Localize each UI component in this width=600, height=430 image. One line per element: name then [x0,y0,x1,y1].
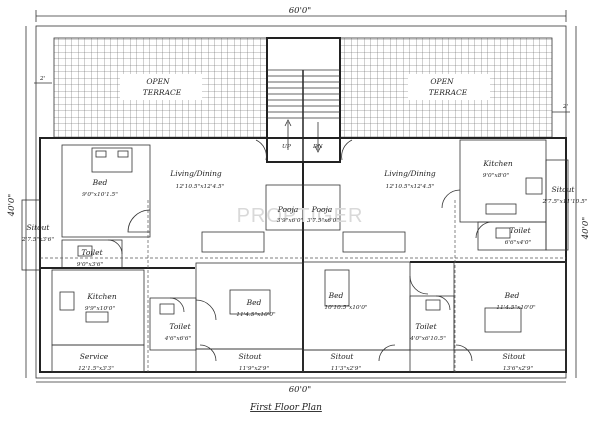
furniture [59,147,543,333]
stairs-up-label: UP [282,144,291,150]
kitchen-right-name: Kitchen [482,159,512,168]
living-left-name: Living/Dining [169,169,222,178]
pooja-left-size: 3'9"x6'0" [277,218,304,224]
right-dimension: 40'0" [575,26,591,378]
living-right-size: 12'10.5"x12'4.5" [386,184,435,190]
bed-center-left-size: 11'4.5"x10'0" [236,312,276,318]
left-sitout-outline [21,199,41,271]
service-size: 12'1.5"x3'3" [78,366,114,372]
terrace-right-label-2: TERRACE [429,88,468,97]
living-left-size: 12'10.5"x12'4.5" [176,184,225,190]
sitout-left-side-size: 2'7.5"x3'6" [21,237,54,243]
terrace-left-label-1: OPEN [146,77,170,86]
pooja-left-name: Pooja [277,205,299,214]
bed-center-left-name: Bed [246,298,262,307]
pooja-right-size: 3'7.5"x6'0" [307,218,339,224]
toilet-left-top-size: 9'0"x3'6" [77,262,104,268]
living-right-name: Living/Dining [383,169,436,178]
plan-caption: First Floor Plan [249,403,322,413]
door-swings [107,139,493,362]
pooja-right-name: Pooja [311,205,333,214]
bed-left-top-size: 9'0"x10'1.5" [82,192,118,198]
sitout-bottom-center-size: 11'3"x2'9" [331,366,362,372]
sitout-bottom-left-size: 11'9"x2'9" [239,366,270,372]
sitout-right-side-name: Sitout [552,185,576,194]
sitout-right-side-size: 2'7.5"x11'10.5" [542,199,588,205]
toilet-left-bottom-name: Toilet [169,322,191,331]
toilet-right-bottom-size: 4'0"x6'10.5" [409,336,446,342]
offset-marks: 2' 2' [34,76,570,113]
bottom-width-label: 60'0" [289,385,312,395]
toilet-right-bottom-name: Toilet [415,322,437,331]
toilet-left-bottom-size: 4'6"x6'6" [164,336,192,342]
toilet-right-top-name: Toilet [509,226,531,235]
sitout-bottom-right-name: Sitout [503,352,527,361]
bottom-dimension: 60'0" [36,381,566,395]
sitout-left-side-name: Sitout [27,223,51,232]
left-dimension: 40'0" [7,26,27,378]
sitout-bottom-left-name: Sitout [239,352,263,361]
service-name: Service [80,352,109,361]
offset-right-label: 2' [562,104,569,110]
building-walls [39,137,569,373]
bed-right-bottom-name: Bed [504,291,520,300]
bed-left-top-name: Bed [92,178,108,187]
right-depth-label: 40'0" [581,217,591,241]
staircase: UP DN [266,37,341,163]
toilet-right-top-size: 6'6"x4'0" [505,240,532,246]
terrace-left-label-2: TERRACE [143,88,182,97]
kitchen-left-name: Kitchen [86,292,116,301]
bed-center-right-name: Bed [328,291,344,300]
offset-left-label: 2' [39,76,46,82]
terrace-right-label-1: OPEN [430,77,454,86]
left-depth-label: 40'0" [7,194,17,218]
watermark: PROPTIGER [237,205,364,227]
bed-center-right-size: 10'10.5"x10'0" [324,305,367,311]
stairs-down-label: DN [312,144,324,150]
room-labels: Bed 9'0"x10'1.5" Living/Dining 12'10.5"x… [21,159,588,372]
bed-right-bottom-size: 11'4.5"x10'0" [496,305,536,311]
top-dimension: 60'0" [35,6,567,22]
sitout-bottom-center-name: Sitout [331,352,355,361]
kitchen-right-size: 9'0"x8'0" [483,173,510,179]
top-width-label: 60'0" [289,6,312,16]
sitout-bottom-right-size: 13'6"x2'9" [503,366,534,372]
toilet-left-top-name: Toilet [81,248,103,257]
kitchen-left-size: 9'9"x10'0" [85,306,116,312]
